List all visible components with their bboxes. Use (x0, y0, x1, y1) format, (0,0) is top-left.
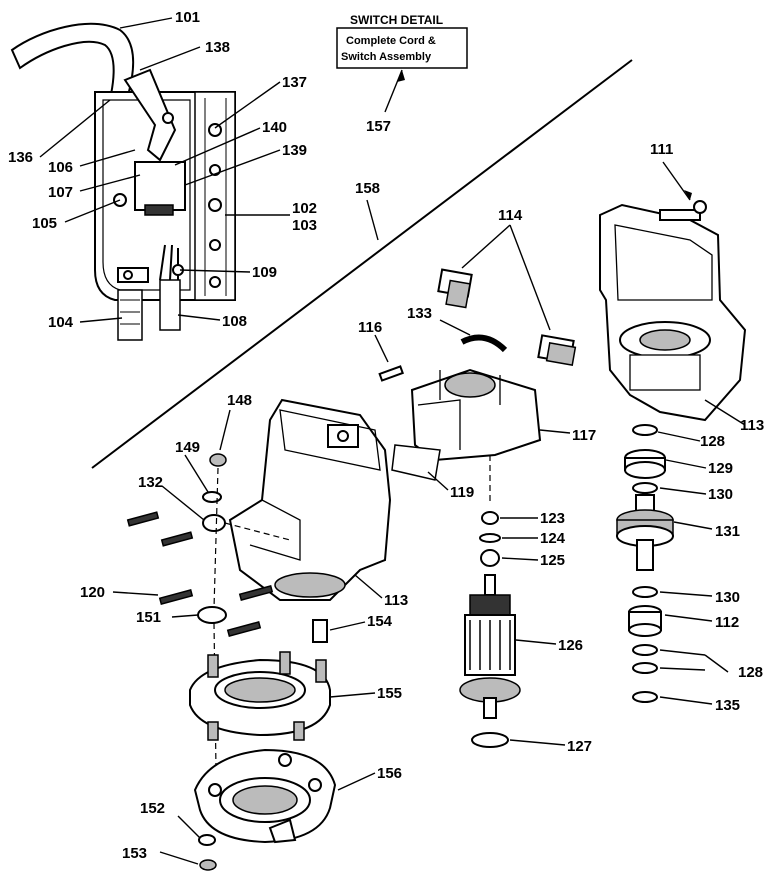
part-label-149: 149 (175, 439, 200, 456)
part-label-153: 153 (122, 845, 147, 862)
part-label-113-bottom: 113 (384, 592, 408, 609)
part-label-139: 139 (282, 142, 307, 159)
part-label-104: 104 (48, 314, 74, 331)
part-label-156: 156 (377, 765, 402, 782)
part-number-labels: 101 138 137 140 139 136 106 107 105 102 … (8, 9, 764, 862)
part-label-130-top: 130 (708, 486, 733, 503)
part-label-137: 137 (282, 74, 307, 91)
part-label-109: 109 (252, 264, 277, 281)
part-label-102: 102 (292, 200, 317, 217)
leader-lines-motor (112, 409, 366, 631)
spindle-parts-column (616, 424, 674, 703)
part-label-148: 148 (227, 392, 252, 409)
armature-column (459, 511, 521, 748)
part-label-127: 127 (567, 738, 592, 755)
part-label-130-bottom: 130 (715, 589, 740, 606)
part-label-132: 132 (138, 474, 163, 491)
part-label-103: 103 (292, 217, 317, 234)
part-label-131: 131 (715, 523, 740, 540)
screws-and-washers (126, 453, 328, 643)
part-label-113-top: 113 (740, 417, 764, 434)
carbon-brushes (437, 268, 577, 366)
part-label-154: 154 (367, 613, 393, 630)
part-label-107: 107 (48, 184, 73, 201)
bearing-plate-155 (189, 651, 331, 741)
switch-detail-line2: Switch Assembly (341, 51, 432, 63)
part-label-152: 152 (140, 800, 165, 817)
trigger (123, 68, 177, 162)
nut-153 (199, 859, 217, 871)
leader-lines-switch (39, 17, 290, 323)
part-label-155: 155 (377, 685, 402, 702)
part-label-117: 117 (572, 427, 596, 444)
separator-line (91, 59, 633, 469)
nut-148 (209, 453, 227, 467)
motor-housing (228, 398, 392, 601)
part-label-129: 129 (708, 460, 733, 477)
part-label-108: 108 (222, 313, 247, 330)
part-label-128-bottom: 128 (738, 664, 763, 681)
part-label-126: 126 (558, 637, 583, 654)
part-label-151: 151 (136, 609, 161, 626)
part-label-119: 119 (450, 484, 474, 501)
part-label-140: 140 (262, 119, 287, 136)
part-label-128-top: 128 (700, 433, 725, 450)
gear-housing (599, 200, 747, 422)
part-label-101: 101 (175, 9, 200, 26)
leader-lines-armature (500, 517, 566, 746)
part-label-138: 138 (205, 39, 230, 56)
part-label-124: 124 (540, 530, 566, 547)
switch-detail-box: SWITCH DETAIL Complete Cord & Switch Ass… (336, 13, 468, 113)
field-assembly-117 (410, 368, 542, 462)
washer-152 (198, 834, 216, 846)
label-119 (391, 444, 441, 481)
switch-body (134, 161, 186, 211)
part-label-157: 157 (366, 118, 391, 135)
part-label-158: 158 (355, 180, 380, 197)
part-label-112: 112 (715, 614, 739, 631)
part-label-111: 111 (650, 141, 673, 158)
cord-switch-assembly (10, 22, 236, 341)
base-156 (193, 748, 337, 844)
part-label-135: 135 (715, 697, 740, 714)
washer-149 (202, 491, 222, 503)
washer-127 (471, 732, 509, 748)
part-label-123: 123 (540, 510, 565, 527)
part-label-133: 133 (407, 305, 432, 322)
part-label-106: 106 (48, 159, 73, 176)
part-label-120: 120 (80, 584, 105, 601)
switch-detail-line1: Complete Cord & (346, 35, 436, 47)
part-label-116: 116 (358, 319, 382, 336)
leader-lines-right (657, 431, 729, 705)
part-label-125: 125 (540, 552, 565, 569)
pin-116 (378, 365, 404, 382)
spacer-151 (197, 606, 227, 624)
part-label-105: 105 (32, 215, 57, 232)
part-label-114: 114 (498, 207, 523, 224)
part-label-136: 136 (8, 149, 33, 166)
field-spring-133 (460, 334, 508, 353)
switch-detail-title: SWITCH DETAIL (350, 13, 443, 27)
